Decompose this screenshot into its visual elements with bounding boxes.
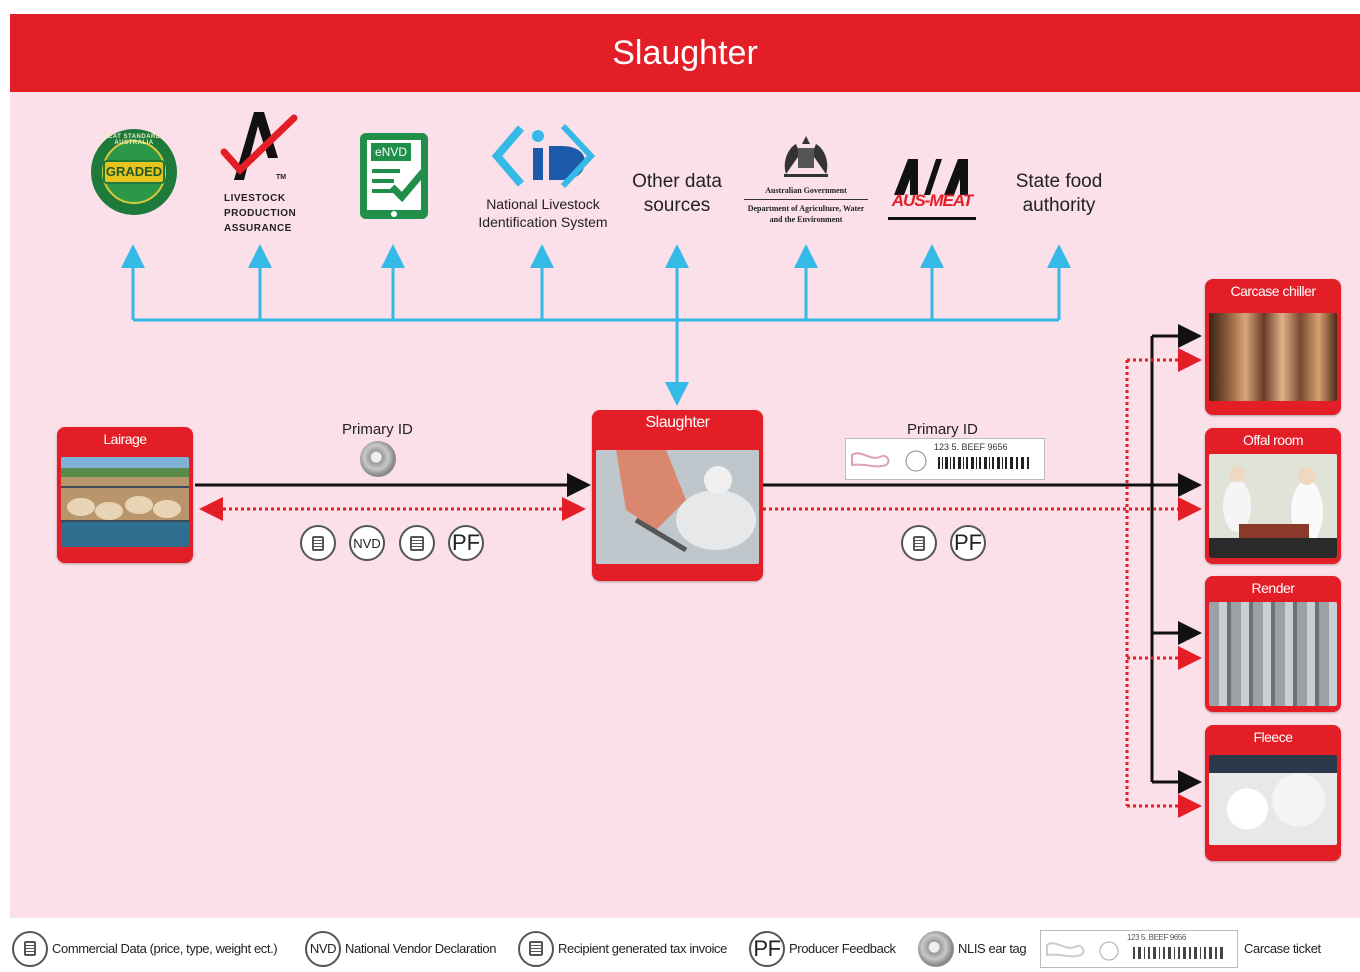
legend-nlis: NLIS ear tag — [918, 925, 1027, 972]
gov-line-1: Australian Government — [744, 185, 868, 200]
nlis-id-icon — [491, 123, 596, 189]
lpa-mark-icon — [220, 112, 298, 180]
legend-commercial-text: Commercial Data (price, type, weight ect… — [52, 941, 278, 956]
slaughter-photo — [596, 450, 759, 564]
msa-ring-text: MEAT STANDARDS AUSTRALIA — [102, 134, 166, 146]
lpa-line-3: ASSURANCE — [224, 223, 292, 234]
legend-commercial-icon — [12, 930, 48, 967]
coat-of-arms-icon — [784, 136, 828, 177]
offal-room-node[interactable]: Offal room — [1205, 428, 1341, 564]
ausmeat-logo[interactable]: AUS-MEAT — [884, 155, 980, 221]
ausmeat-text: AUS-MEAT — [891, 191, 973, 210]
primary-id-label-right: Primary ID — [907, 421, 978, 438]
legend-commercial: Commercial Data (price, type, weight ect… — [12, 925, 278, 972]
legend-ticket-icon: 123 5. BEEF 9656 — [1040, 929, 1238, 968]
render-title: Render — [1251, 580, 1295, 596]
carcase-ticket-icon: 123 5. BEEF 9656 — [845, 438, 1045, 480]
legend-pf-text: Producer Feedback — [789, 941, 896, 956]
lpa-trademark: TM — [276, 174, 287, 181]
gov-agriculture-logo[interactable]: Australian Government Department of Agri… — [744, 134, 868, 225]
graded-badge-text: GRADED — [105, 164, 163, 179]
legend-invoice-icon — [518, 930, 554, 967]
nlis-label: National Livestock Identification System — [478, 196, 608, 230]
nlis-ear-tag-icon — [360, 441, 396, 477]
page-title: Slaughter — [10, 14, 1360, 92]
lpa-line-2: PRODUCTION — [224, 208, 297, 219]
legend-ticket-stamp: 123 5. BEEF 9656 — [1127, 932, 1186, 942]
envd-logo-text: eNVD — [374, 145, 407, 159]
legend-pf: PF Producer Feedback — [749, 925, 896, 972]
commercial-data-icon-right — [901, 525, 937, 561]
carcase-chiller-photo — [1209, 313, 1337, 401]
slaughter-title: Slaughter — [645, 414, 711, 431]
legend-ticket: 123 5. BEEF 9656 Carcase ticket — [1040, 925, 1321, 972]
lairage-photo — [61, 457, 189, 547]
other-data-sources-label[interactable]: Other data sources — [632, 171, 722, 216]
fleece-node[interactable]: Fleece — [1205, 725, 1341, 861]
render-photo — [1209, 602, 1337, 706]
producer-feedback-icon-right: PF — [950, 525, 986, 561]
msa-graded-logo[interactable]: GRADED MEAT STANDARDS AUSTRALIA — [90, 128, 178, 216]
nvd-icon: NVD — [349, 525, 385, 561]
lairage-node[interactable]: Lairage — [57, 427, 193, 563]
legend-invoice: Recipient generated tax invoice — [518, 925, 727, 972]
legend-nlis-text: NLIS ear tag — [958, 941, 1027, 956]
fleece-photo — [1209, 755, 1337, 845]
offal-room-title: Offal room — [1242, 432, 1304, 448]
commercial-data-icon — [300, 525, 336, 561]
carcase-chiller-title: Carcase chiller — [1230, 283, 1316, 299]
state-food-authority-label[interactable]: State food authority — [1015, 171, 1103, 216]
legend-ticket-text: Carcase ticket — [1244, 941, 1321, 956]
tax-invoice-icon — [399, 525, 435, 561]
legend-pf-icon: PF — [749, 930, 785, 967]
render-node[interactable]: Render — [1205, 576, 1341, 712]
fleece-title: Fleece — [1253, 729, 1293, 745]
nlis-logo[interactable]: National Livestock Identification System — [468, 122, 618, 231]
legend-nvd-text: National Vendor Declaration — [345, 941, 497, 956]
carcase-ticket-text: 123 5. BEEF 9656 — [934, 442, 1008, 452]
primary-id-label-left: Primary ID — [342, 421, 413, 438]
producer-feedback-icon: PF — [448, 525, 484, 561]
lairage-title: Lairage — [103, 431, 147, 447]
lpa-logo[interactable]: TM LIVESTOCK PRODUCTION ASSURANCE — [212, 108, 308, 236]
slaughter-node[interactable]: Slaughter — [592, 410, 763, 581]
legend-nvd: NVD National Vendor Declaration — [305, 925, 496, 972]
envd-logo[interactable]: eNVD — [358, 131, 430, 221]
legend-nlis-icon — [918, 930, 954, 967]
legend-invoice-text: Recipient generated tax invoice — [558, 941, 727, 956]
carcase-chiller-node[interactable]: Carcase chiller — [1205, 279, 1341, 415]
offal-room-photo — [1209, 454, 1337, 558]
legend: Commercial Data (price, type, weight ect… — [0, 925, 1360, 972]
gov-line-2: Department of Agriculture, Water and the… — [747, 204, 865, 224]
legend-nvd-icon: NVD — [305, 930, 341, 967]
lpa-line-1: LIVESTOCK — [224, 193, 286, 204]
